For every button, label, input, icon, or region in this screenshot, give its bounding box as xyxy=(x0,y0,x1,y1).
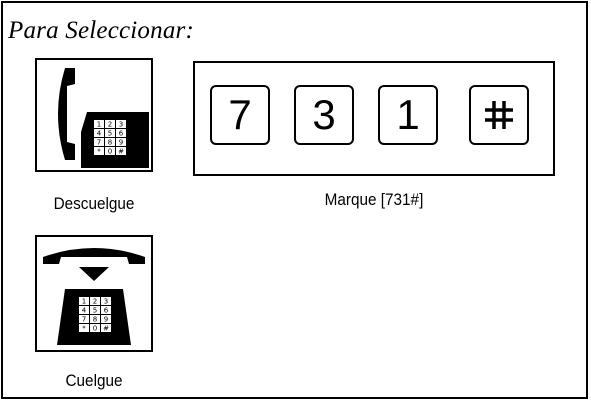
step-caption-dial: Marque [731#] xyxy=(324,190,424,209)
keypad-key-label: 8 xyxy=(108,139,112,147)
keypad-key xyxy=(79,306,89,314)
keypad-key-label: 1 xyxy=(97,121,101,129)
keypad-key xyxy=(94,129,104,137)
keypad-key xyxy=(101,315,111,323)
keypad-key-label: 6 xyxy=(119,130,124,138)
keypad-key-label: 3 xyxy=(104,298,108,306)
dial-key-1: 1 xyxy=(378,85,438,145)
keypad-key-label: 0 xyxy=(108,148,112,156)
keypad-key xyxy=(90,297,100,305)
keypad-key xyxy=(116,147,126,155)
keypad-key xyxy=(94,138,104,146)
keypad-key-label: 6 xyxy=(104,307,109,315)
keypad-key-label: 2 xyxy=(93,298,97,306)
keypad-key xyxy=(101,306,111,314)
keypad-key-label: 4 xyxy=(82,307,87,315)
keypad-key-label: 9 xyxy=(119,139,123,147)
keypad-key xyxy=(105,147,115,155)
step-caption-offhook: Descuelgue xyxy=(53,194,135,213)
keypad-key xyxy=(116,120,126,128)
keypad-key xyxy=(116,129,126,137)
keypad-key-label: 5 xyxy=(93,307,97,315)
hash-icon xyxy=(485,101,513,129)
keypad-key-label: * xyxy=(82,325,86,333)
keypad-key xyxy=(116,138,126,146)
keypad-key xyxy=(79,315,89,323)
keypad-key-label: 9 xyxy=(104,316,108,324)
step-caption-onhook: Cuelgue xyxy=(65,371,123,390)
keypad-key-label: 7 xyxy=(82,316,86,324)
keypad-key-label: 1 xyxy=(82,298,86,306)
keypad-key-label: 8 xyxy=(93,316,97,324)
keypad-key-label: 2 xyxy=(108,121,112,129)
keypad-key-label: 4 xyxy=(97,130,102,138)
keypad-key xyxy=(101,324,111,332)
keypad-key-label: 0 xyxy=(93,325,97,333)
keypad-key-label: * xyxy=(97,148,101,156)
keypad-key xyxy=(90,306,100,314)
keypad-key xyxy=(79,297,89,305)
keypad-key xyxy=(79,324,89,332)
keypad-key-label: # xyxy=(103,325,109,333)
keypad-key xyxy=(90,324,100,332)
dial-key-hash xyxy=(469,85,529,145)
keypad-key xyxy=(105,120,115,128)
keypad-key xyxy=(94,147,104,155)
instruction-title: Para Seleccionar: xyxy=(8,17,194,44)
keypad-key-label: 3 xyxy=(119,121,123,129)
keypad-key xyxy=(105,129,115,137)
keypad-key-label: 5 xyxy=(108,130,112,138)
keypad-key xyxy=(101,297,111,305)
dial-key-3: 3 xyxy=(294,85,354,145)
keypad-key-label: # xyxy=(118,148,124,156)
keypad-key xyxy=(105,138,115,146)
keypad-key xyxy=(94,120,104,128)
dial-key-7: 7 xyxy=(210,85,270,145)
keypad-key-label: 7 xyxy=(97,139,101,147)
keypad-key xyxy=(90,315,100,323)
